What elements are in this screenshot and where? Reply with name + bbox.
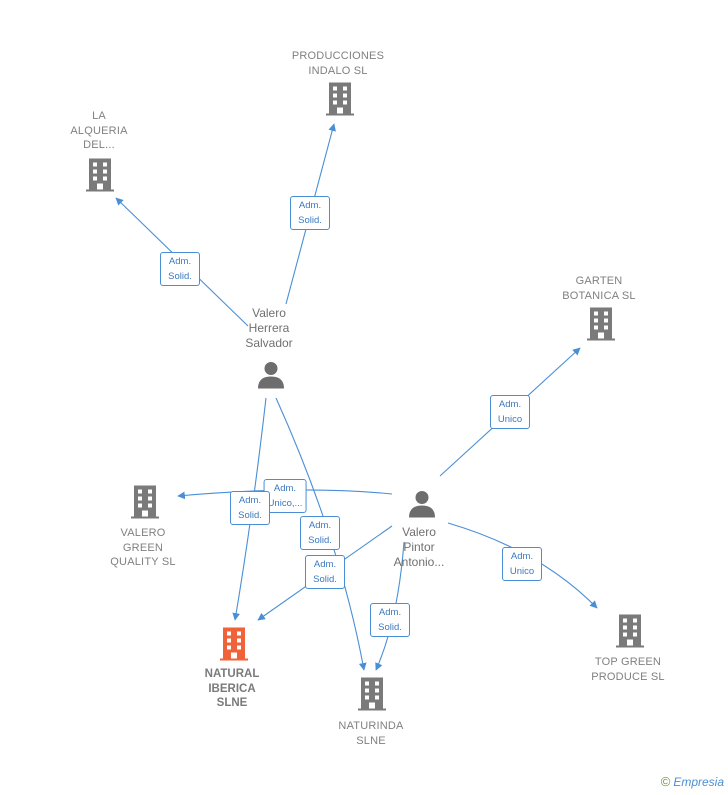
edge-label-herrera-natural[interactable]: Adm. Solid. [230,491,270,525]
edge-label-herrera-alqueria[interactable]: Adm. Solid. [160,252,200,286]
building-icon[interactable] [585,306,617,347]
building-icon[interactable] [129,484,161,525]
edge-label-pintor-valerogreen[interactable]: Adm. Unico,... [263,479,307,513]
building-icon[interactable] [84,157,116,198]
person-icon[interactable] [407,489,437,524]
building-icon[interactable] [614,613,646,654]
brand-name: Empresia [673,775,724,789]
node-label-la-alqueria: LA ALQUERIA DEL... [70,110,128,151]
copyright-icon: © [660,774,671,789]
edge-label-herrera-producciones[interactable]: Adm. Solid. [290,196,330,230]
node-label-producciones-indalo: PRODUCCIONES INDALO SL [291,50,385,77]
node-label-garten-botanica: GARTEN BOTANICA SL [562,275,636,302]
edge-label-pintor-naturinda[interactable]: Adm. Solid. [370,603,410,637]
node-label-top-green: TOP GREEN PRODUCE SL [591,656,665,683]
building-icon[interactable] [356,676,388,717]
node-label-natural-iberica: NATURAL IBERICA SLNE [204,668,260,709]
node-label-valero-green: VALERO GREEN QUALITY SL [110,527,176,568]
brand-watermark: ©Empresia [661,774,724,789]
person-icon[interactable] [256,360,286,395]
building-icon[interactable] [324,81,356,122]
edge-label-pintor-topgreen[interactable]: Adm. Unico [502,547,542,581]
node-label-valero-pintor: Valero Pintor Antonio... [393,525,445,569]
node-label-naturinda: NATURINDA SLNE [338,720,404,747]
node-label-valero-herrera: Valero Herrera Salvador [245,306,293,350]
building-icon[interactable] [218,626,250,667]
edge-label-pintor-garten[interactable]: Adm. Unico [490,395,530,429]
edge-label-herrera-naturinda[interactable]: Adm. Solid. [300,516,340,550]
edge-label-pintor-natural[interactable]: Adm. Solid. [305,555,345,589]
